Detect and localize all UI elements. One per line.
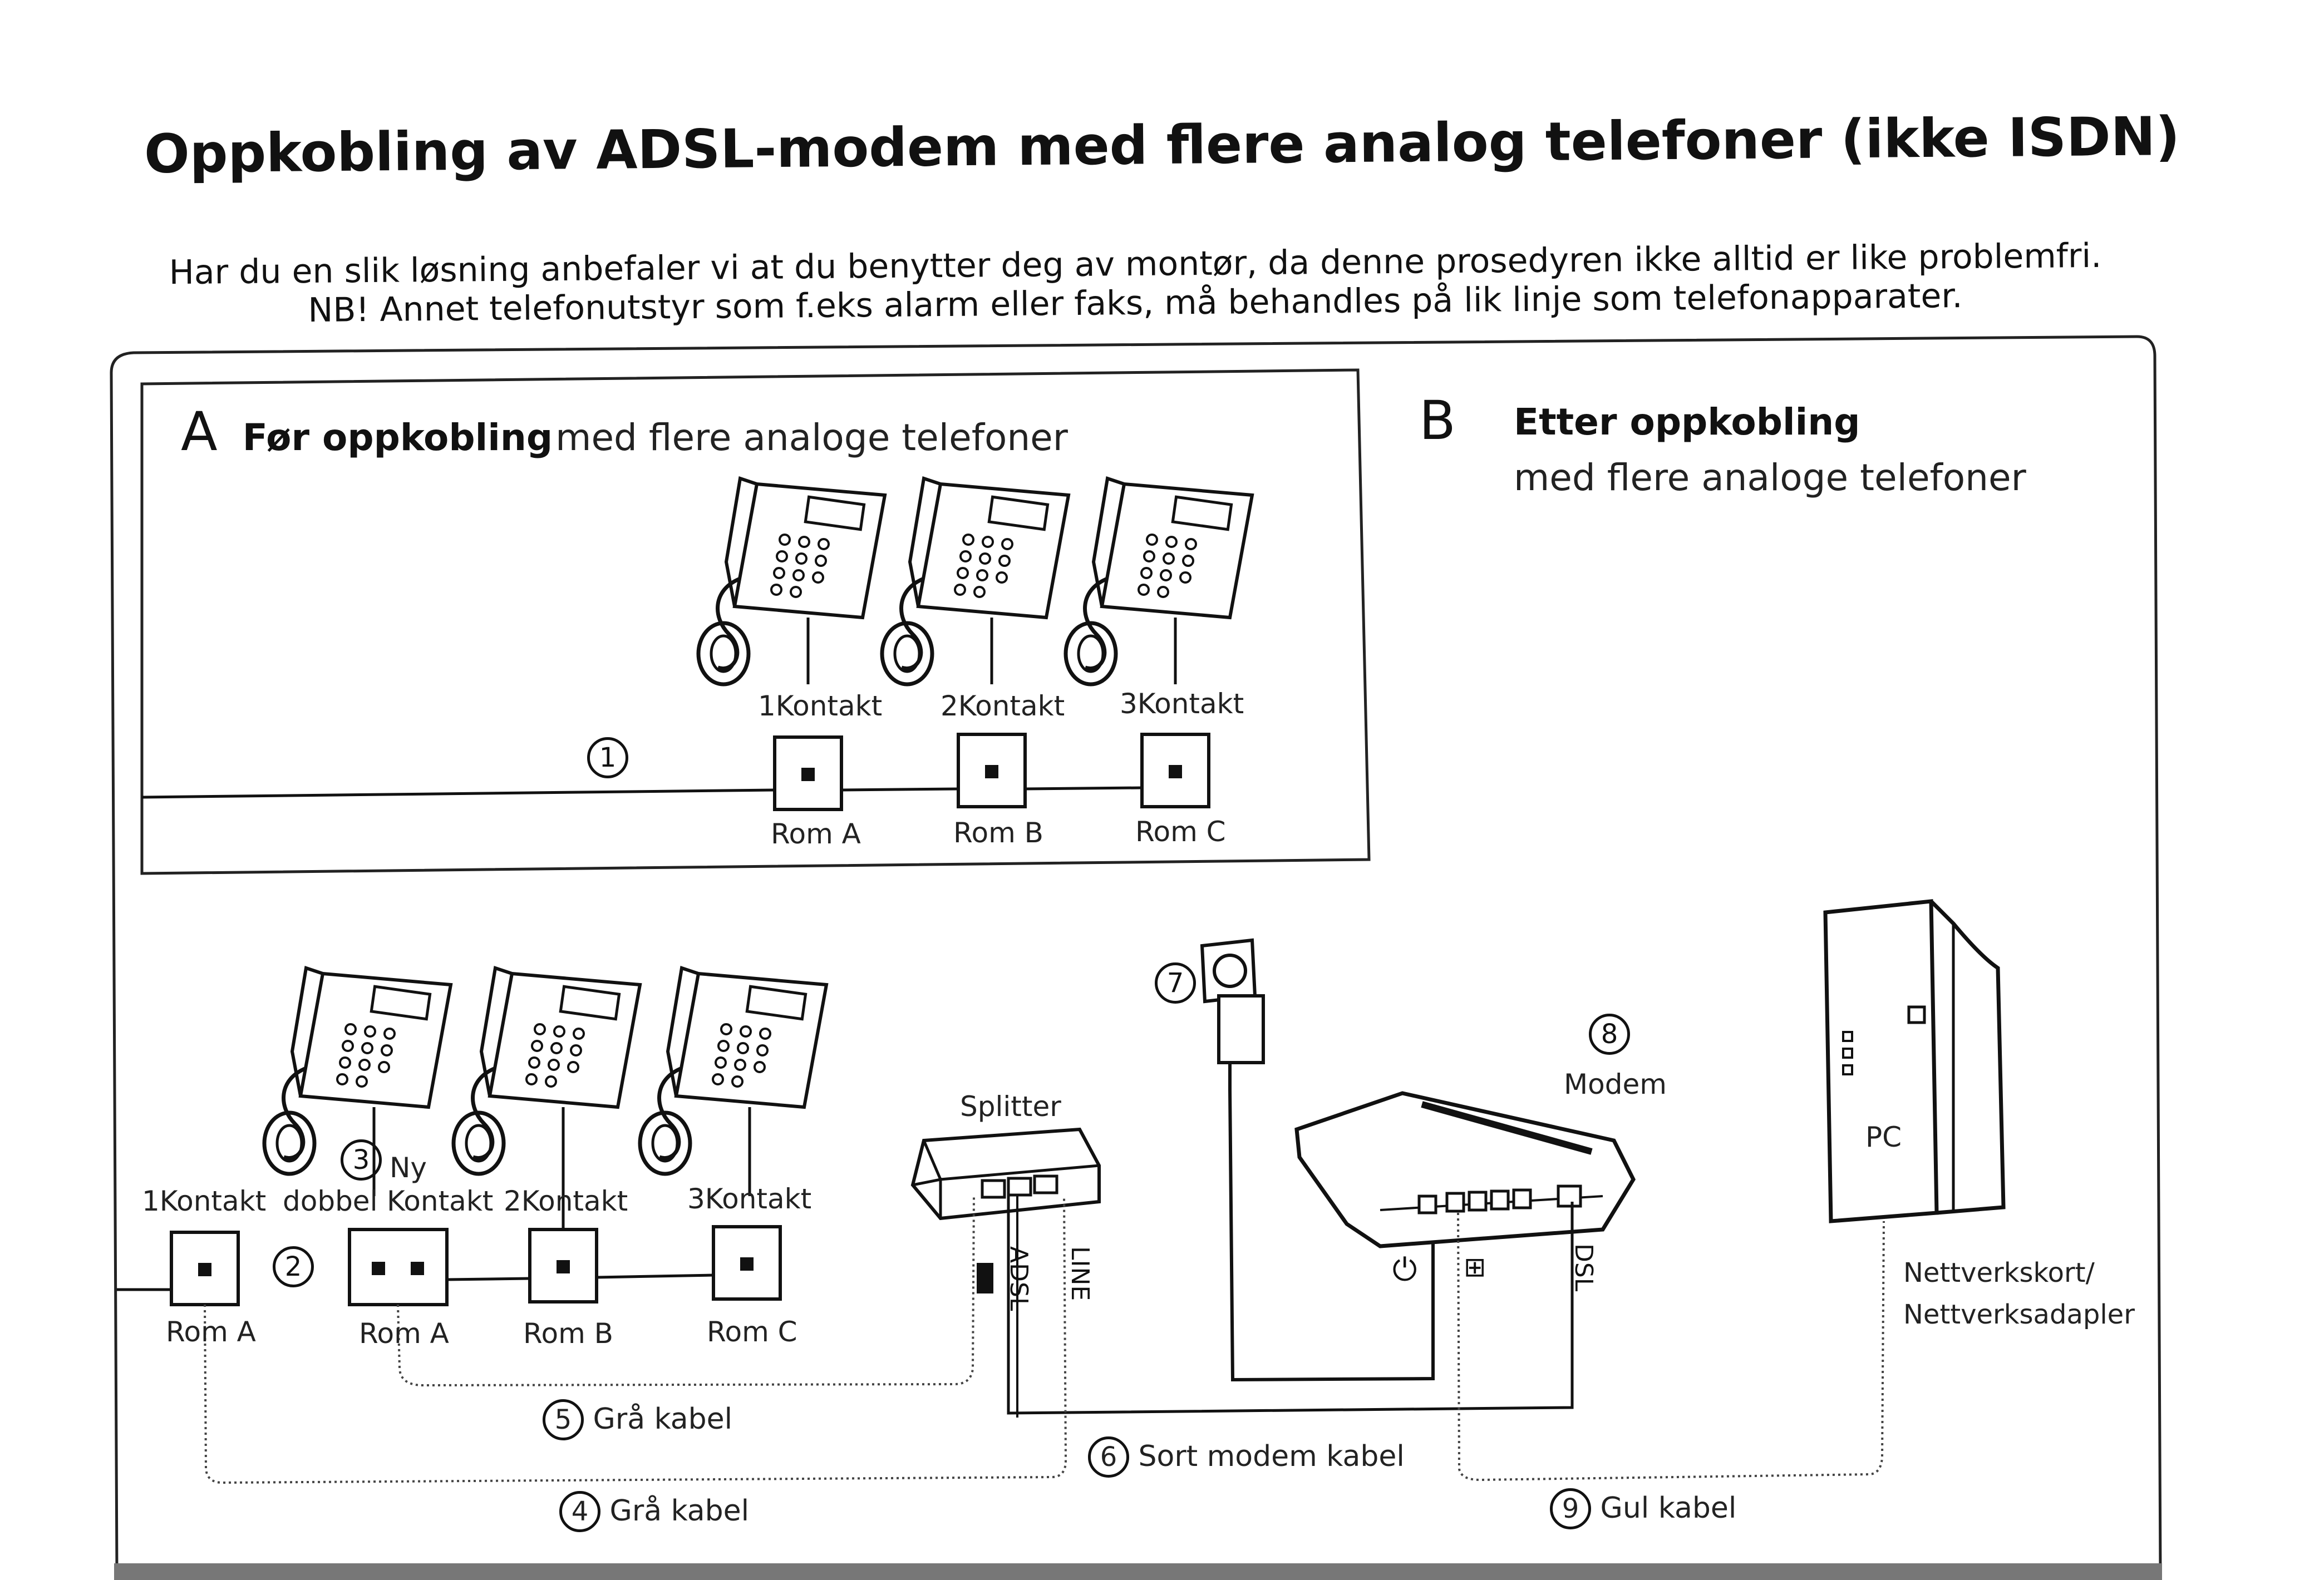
section-a-title-rest: med flere analoge telefoner <box>555 416 1068 459</box>
room-b-b-label: Rom B <box>523 1317 613 1350</box>
marker-5: 5 <box>543 1399 584 1440</box>
cable-4-text: Grå kabel <box>609 1494 750 1528</box>
marker-7: 7 <box>1155 962 1196 1004</box>
pc-label: PC <box>1865 1121 1902 1153</box>
nic-label-line-1: Nettverkskort/ <box>1903 1257 2095 1288</box>
cable-9-text: Gul kabel <box>1600 1492 1737 1525</box>
splitter-line-port-label: LINE <box>1066 1246 1094 1301</box>
cable-6-label: 6 Sort modem kabel <box>1088 1436 1405 1478</box>
socket-dobbel-label: Kontakt <box>387 1185 494 1217</box>
ny-label: Ny <box>390 1152 427 1184</box>
section-a-title-bold: Før oppkobling <box>242 416 553 459</box>
socket-a1-label: 1Kontakt <box>758 690 883 722</box>
room-b-c-label: Rom C <box>707 1316 797 1348</box>
marker-2: 2 <box>273 1246 314 1287</box>
room-c-label: Rom C <box>1135 816 1226 848</box>
marker-3: 3 <box>341 1139 382 1181</box>
socket-b3-label: 3Kontakt <box>687 1183 812 1215</box>
socket-a3-label: 3Kontakt <box>1120 688 1244 720</box>
room-b-a1-label: Rom A <box>166 1316 256 1348</box>
marker-8: 8 <box>1589 1014 1630 1055</box>
room-a-label: Rom A <box>771 818 861 850</box>
section-b-letter: B <box>1419 389 1456 452</box>
section-a-letter: A <box>181 401 218 463</box>
nic-label-line-2: Nettverksadapler <box>1903 1299 2135 1330</box>
room-b-label: Rom B <box>953 817 1043 849</box>
socket-b1-label: 1Kontakt <box>142 1185 267 1217</box>
section-b-title-rest: med flere analoge telefoner <box>1514 456 2026 499</box>
marker-6: 6 <box>1088 1436 1129 1478</box>
cable-5-text: Grå kabel <box>593 1403 733 1436</box>
modem-label: Modem <box>1564 1068 1667 1100</box>
socket-dobbel-prefix: dobbel <box>283 1185 378 1217</box>
splitter-adsl-port-label: ADSL <box>1005 1246 1033 1311</box>
section-b-title-bold: Etter oppkobling <box>1514 401 1860 443</box>
cable-9-label: 9 Gul kabel <box>1550 1488 1736 1529</box>
splitter-label: Splitter <box>960 1090 1061 1123</box>
marker-4: 4 <box>559 1491 600 1532</box>
socket-b2-label: 2Kontakt <box>504 1185 628 1217</box>
cable-4-label: 4 Grå kabel <box>559 1491 749 1532</box>
room-b-a2-label: Rom A <box>359 1317 449 1350</box>
power-icon: ⏻ <box>1392 1252 1417 1288</box>
network-icon: ⊞ <box>1464 1252 1486 1283</box>
socket-a2-label: 2Kontakt <box>941 690 1065 722</box>
cable-6-text: Sort modem kabel <box>1138 1440 1405 1473</box>
marker-9: 9 <box>1550 1488 1591 1529</box>
modem-dsl-port-label: DSL <box>1569 1243 1598 1292</box>
section-a-heading: A Før oppkobling med flere analoge telef… <box>181 401 1068 463</box>
cable-5-label: 5 Grå kabel <box>543 1399 732 1440</box>
marker-1: 1 <box>587 737 628 778</box>
